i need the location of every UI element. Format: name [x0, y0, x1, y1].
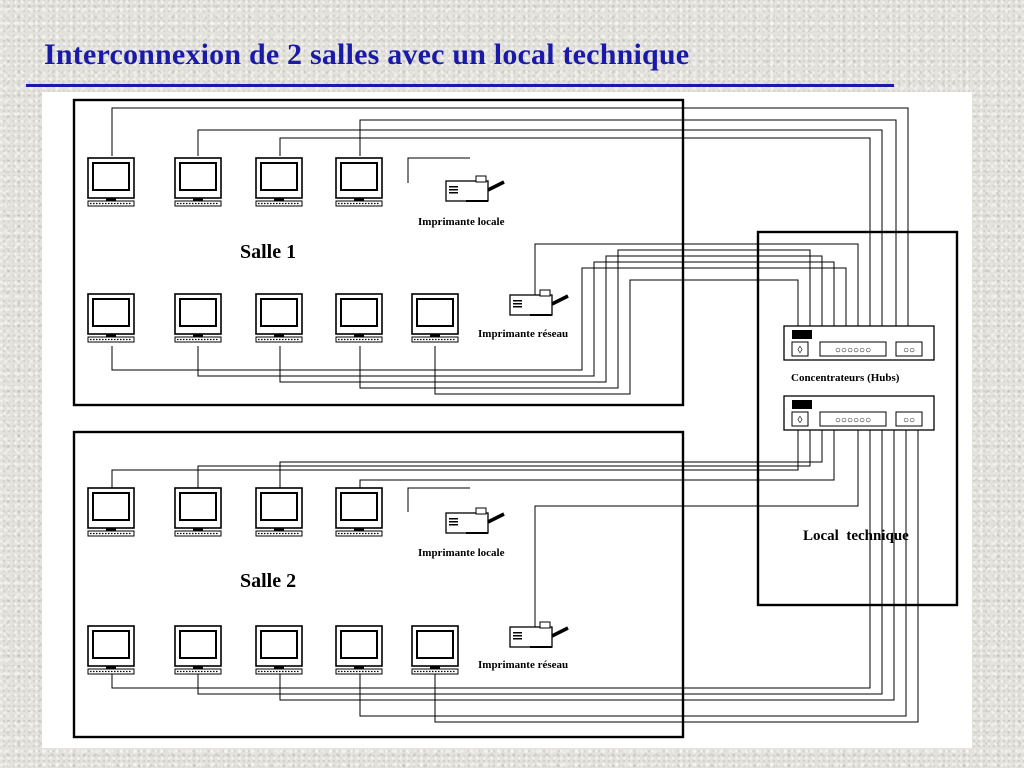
computer-icon [255, 625, 303, 675]
room-salle-2 [72, 430, 685, 739]
title-underline [26, 84, 894, 87]
hub-icon [783, 325, 935, 361]
computer-icon [174, 157, 222, 207]
computer-icon [87, 293, 135, 343]
printer-icon [508, 620, 570, 649]
room2-label: Salle 2 [240, 570, 296, 592]
hub-icon [783, 395, 935, 431]
computer-icon [255, 487, 303, 537]
cables-room1 [111, 107, 909, 395]
printer-icon [444, 174, 506, 203]
room-salle-1 [72, 98, 685, 407]
printer-icon [508, 288, 570, 317]
computer-icon [174, 625, 222, 675]
computer-icon [174, 487, 222, 537]
printer-icon [444, 506, 506, 535]
computer-icon [335, 487, 383, 537]
network-printer-label: Imprimante réseau [478, 328, 568, 340]
computer-icon [411, 625, 459, 675]
local-printer-label: Imprimante locale [418, 216, 505, 228]
hubs-label: Concentrateurs (Hubs) [791, 372, 900, 384]
room1-label: Salle 1 [240, 241, 296, 263]
computer-icon [335, 157, 383, 207]
slide-title: Interconnexion de 2 salles avec un local… [44, 38, 690, 71]
computer-icon [174, 293, 222, 343]
network-printer-label: Imprimante réseau [478, 659, 568, 671]
computer-icon [411, 293, 459, 343]
computer-icon [255, 157, 303, 207]
local-printer-label: Imprimante locale [418, 547, 505, 559]
computer-icon [87, 625, 135, 675]
computer-icon [335, 293, 383, 343]
computer-icon [87, 157, 135, 207]
local-technique-box [756, 230, 959, 607]
local-technique-label: Local technique [803, 528, 909, 544]
computer-icon [87, 487, 135, 537]
computer-icon [255, 293, 303, 343]
computer-icon [335, 625, 383, 675]
cables-room2 [111, 396, 919, 723]
